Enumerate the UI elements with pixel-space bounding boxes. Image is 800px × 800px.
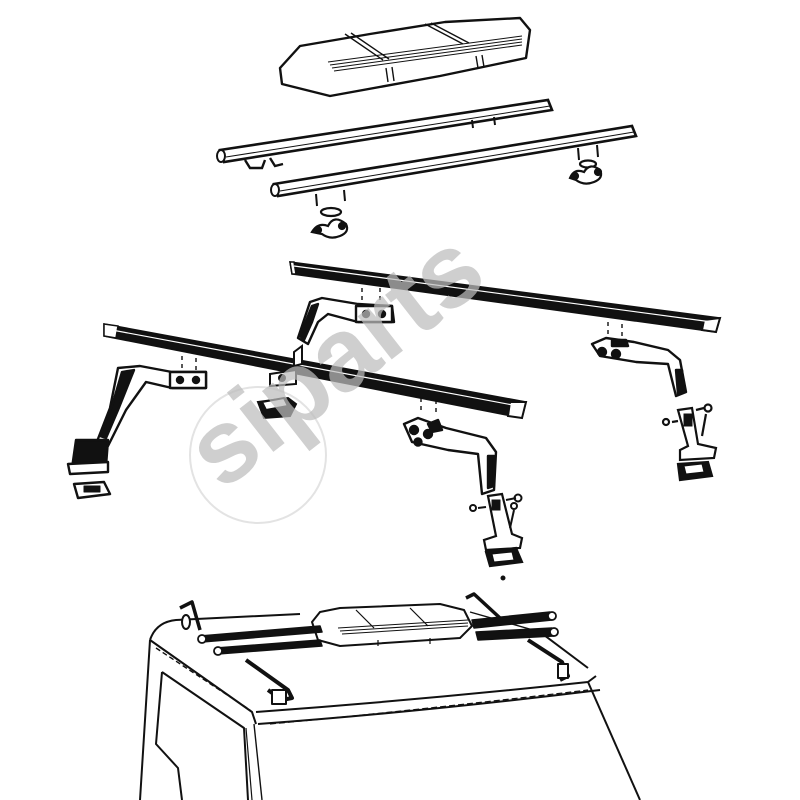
foot-bracket-middle <box>482 492 524 568</box>
crossbar-clamp-left <box>310 206 349 239</box>
vehicle-roof <box>139 611 641 800</box>
round-crossbar-rear <box>216 98 554 170</box>
siparts-watermark: siparts <box>165 209 505 524</box>
leg-rear-right <box>590 336 688 398</box>
leg-front-right <box>402 416 498 496</box>
foot-bracket-right <box>661 403 718 482</box>
leg-front-left <box>66 364 208 500</box>
bolt-nut <box>469 493 523 581</box>
square-bar-front <box>103 323 528 420</box>
mount-plate <box>269 344 303 388</box>
watermark-text: siparts <box>165 209 505 510</box>
roof-box <box>278 16 532 98</box>
alignment-lines <box>181 288 623 416</box>
foot-pad <box>256 396 298 420</box>
assembled-rack <box>179 592 570 705</box>
square-bar-rear <box>289 261 722 334</box>
round-crossbar-front <box>270 124 638 207</box>
crossbar-clamp-right <box>568 159 603 185</box>
leg-rear-left <box>296 296 396 346</box>
